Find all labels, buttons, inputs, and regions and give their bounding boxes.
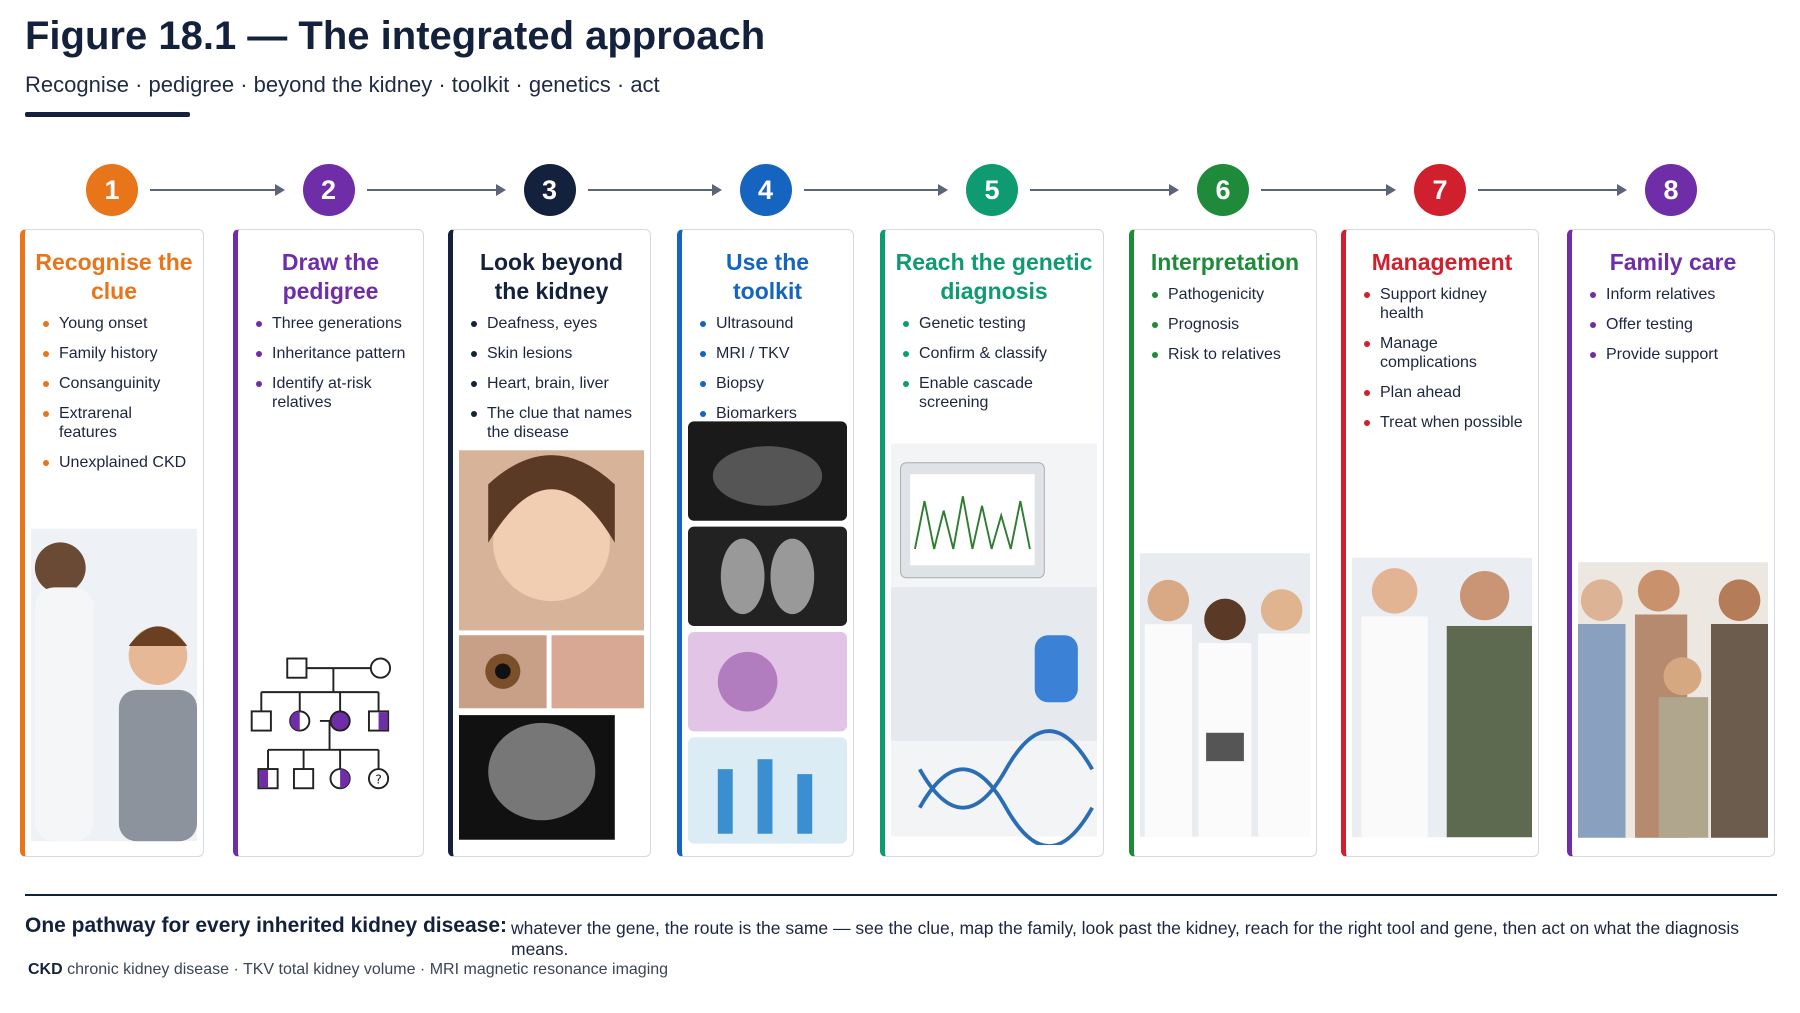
step-illustration [1578, 555, 1768, 850]
abbrev-tkv: TKV [242, 961, 275, 978]
step-illustration [459, 445, 644, 850]
step-item: Treat when possible [1364, 413, 1528, 432]
step-item: Deafness, eyes [471, 314, 640, 333]
step-title: Family care [1609, 249, 1737, 275]
step-item: Family history [43, 344, 193, 363]
abbrev-ckd: CKD [28, 961, 63, 978]
step-item: Ultrasound [700, 314, 843, 333]
step-number-2: 2 [302, 164, 355, 216]
family-photo [1578, 562, 1768, 838]
step-item: Consanguinity [43, 374, 193, 393]
step-number-7: 7 [1414, 164, 1466, 216]
extrarenal-features-images [459, 450, 644, 840]
figure-title: Figure 18.1 — The integrated approach [25, 14, 766, 58]
abbrev-mri: MRI [429, 961, 460, 978]
step-arrow-4 [803, 184, 948, 196]
bottom-divider [25, 894, 1777, 896]
step-item: Biopsy [700, 374, 843, 393]
step-item: Support kidney health [1364, 285, 1528, 323]
step-illustration [688, 420, 847, 850]
step-illustration [31, 525, 197, 850]
step-item: Unexplained CKD [43, 453, 193, 472]
summary-label: One pathway for every inherited kidney d… [25, 914, 508, 937]
step-item: Genetic testing [903, 314, 1093, 333]
abbrev-ckd-meaning: chronic kidney disease [67, 961, 229, 978]
step-title: Use the toolkit [725, 249, 810, 304]
step-item: Confirm & classify [903, 344, 1093, 363]
step-item: The clue that names the disease [471, 404, 640, 442]
step-item: Enable cascade screening [903, 374, 1093, 412]
step-item: Heart, brain, liver [471, 374, 640, 393]
abbrev-mri-meaning: magnetic resonance imaging [463, 961, 669, 978]
step-item: Plan ahead [1364, 383, 1528, 402]
step-title: Reach the genetic diagnosis [895, 249, 1093, 304]
step-item: Manage complications [1364, 334, 1528, 372]
step-illustration: ? [244, 645, 417, 850]
abbreviations: CKD chronic kidney disease · TKV total k… [28, 961, 669, 978]
step-number-5: 5 [966, 164, 1018, 216]
step-item: Pathogenicity [1152, 285, 1306, 304]
step-item: Skin lesions [471, 344, 640, 363]
step-illustration [1140, 545, 1310, 850]
step-number-8: 8 [1645, 164, 1697, 216]
step-item: Offer testing [1590, 315, 1764, 334]
step-illustration [1352, 550, 1532, 850]
step-title: Recognise the clue [35, 249, 193, 304]
figure-subtitle: Recognise · pedigree · beyond the kidney… [25, 72, 660, 97]
step-illustration [891, 435, 1097, 850]
step-item: Extrarenal features [43, 404, 193, 442]
summary-text: whatever the gene, the route is the same… [511, 918, 1739, 959]
patient-consultation-photo [1352, 557, 1532, 838]
title-underline [25, 112, 190, 117]
step-arrow-5 [1030, 184, 1179, 196]
clinical-team-photo [1140, 553, 1310, 837]
step-arrow-2 [366, 184, 506, 196]
step-item: Identify at-risk relatives [256, 374, 413, 412]
step-title: Look beyond the kidney [479, 249, 624, 304]
step-arrow-1 [150, 184, 284, 196]
step-arrow-3 [587, 184, 722, 196]
step-title: Interpretation [1150, 249, 1300, 275]
step-item: Biomarkers [700, 404, 843, 423]
step-item: Risk to relatives [1152, 345, 1306, 364]
step-number-3: 3 [523, 164, 576, 216]
step-item: Inheritance pattern [256, 344, 413, 363]
step-title: Management [1371, 249, 1513, 275]
step-title: Draw the pedigree [281, 249, 380, 304]
genetic-sequencer-illustration [891, 443, 1097, 848]
pedigree-diagram: ? [250, 657, 392, 790]
step-item: Prognosis [1152, 315, 1306, 334]
diagnostic-toolkit-images [688, 421, 847, 844]
step-number-4: 4 [739, 164, 792, 216]
svg-text:?: ? [375, 771, 382, 786]
step-item: Young onset [43, 314, 193, 333]
abbrev-tkv-meaning: total kidney volume [278, 961, 416, 978]
step-item: Inform relatives [1590, 285, 1764, 304]
step-number-6: 6 [1197, 164, 1249, 216]
step-item: MRI / TKV [700, 344, 843, 363]
step-item: Provide support [1590, 345, 1764, 364]
step-number-row: 1 2 3 4 5 6 7 8 [0, 160, 1800, 220]
step-arrow-7 [1478, 184, 1627, 196]
step-arrow-6 [1261, 184, 1396, 196]
clinician-child-illustration [31, 528, 197, 842]
step-item: Three generations [256, 314, 413, 333]
step-number-1: 1 [86, 164, 138, 216]
